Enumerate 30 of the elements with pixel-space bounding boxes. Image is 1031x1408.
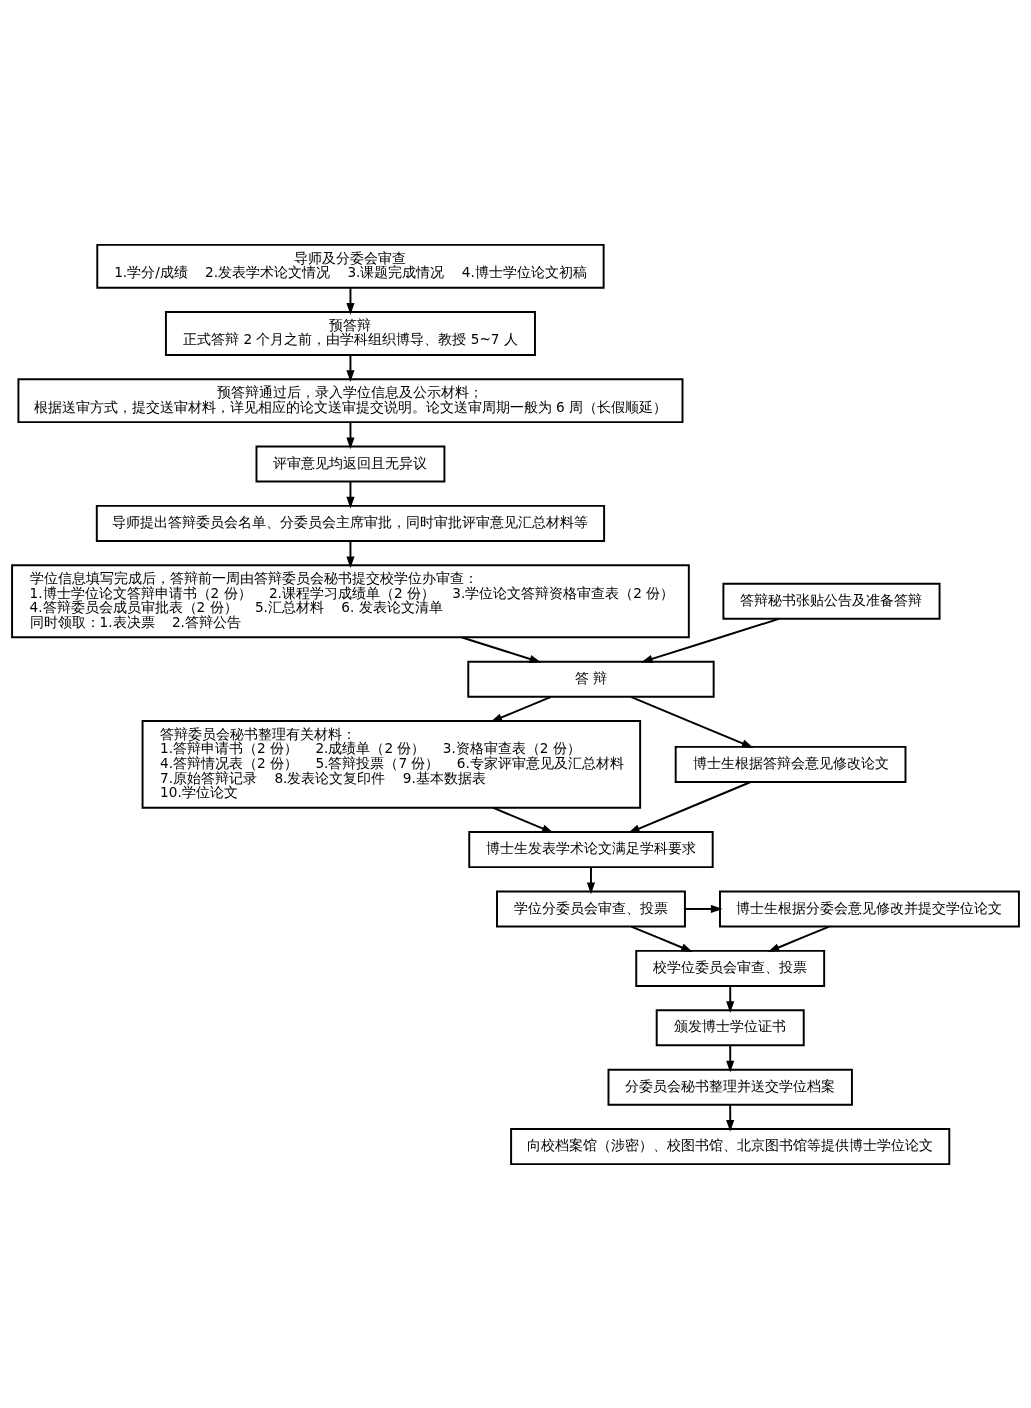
node-box: 学位分委员会审查、投票 bbox=[496, 890, 686, 927]
node-box: 分委员会秘书整理并送交学位档案 bbox=[607, 1068, 853, 1106]
node-box: 导师提出答辩委员会名单、分委员会主席审批，同时审批评审意见汇总材料等 bbox=[95, 504, 606, 542]
arrow bbox=[640, 617, 780, 663]
node-box: 评审意见均返回且无异议 bbox=[255, 445, 446, 482]
arrow bbox=[726, 1043, 735, 1072]
arrow bbox=[346, 539, 355, 568]
node-box: 答辩秘书张贴公告及准备答辩 bbox=[722, 582, 941, 620]
node-box: 答 辩 bbox=[467, 660, 715, 698]
node-box: 校学位委员会审查、投票 bbox=[635, 949, 826, 987]
node-box: 预答辩通过后，录入学位信息及公示材料； 根据送审方式，提交送审材料，详见相应的论文送审提交说明。论文送审周期一般为 6 周（长假顺延） bbox=[17, 377, 684, 423]
node-box: 博士生发表学术论文满足学科要求 bbox=[468, 830, 714, 868]
node-box: 向校档案馆（涉密）、校图书馆、北京图书馆等提供博士学位论文 bbox=[510, 1127, 951, 1165]
node-box: 博士生根据分委会意见修改并提交学位论文 bbox=[719, 890, 1020, 927]
arrow bbox=[346, 353, 355, 382]
node-box: 预答辩 正式答辩 2 个月之前，由学科组织博导、教授 5~7 人 bbox=[164, 310, 536, 356]
node-box: 导师及分委会审查 1.学分/成绩 2.发表学术论文情况 3.课题完成情况 4.博士学位论文初稿 bbox=[96, 243, 605, 289]
arrow bbox=[586, 865, 596, 894]
arrow bbox=[629, 695, 754, 748]
arrow bbox=[726, 1103, 735, 1132]
node-box: 答辩委员会秘书整理有关材料： 1.答辩申请书（2 份） 2.成绩单（2 份） 3.资格审查表（2 份） 4.答辩情况表（2 份） 5.答辩投票（7 份） 6.专家评审意见及汇总材料 7.原始答辩记录 8.发表论文复印件 9.基本数据表 10.学位论文 bbox=[141, 719, 642, 809]
node-box: 学位信息填写完成后，答辩前一周由答辩委员会秘书提交校学位办审查： 1.博士学位论文答辩申请书（2 份） 2.课程学习成绩单（2 份） 3.学位论文答辩资格审查表（2 份） 4.答辩委员会成员审批表（2 份） 5.汇总材料 6. 发表论文清单 同时领取：1.表决票 2.答辩公告 bbox=[11, 563, 690, 638]
node-box: 博士生根据答辩会意见修改论文 bbox=[674, 745, 907, 783]
arrow bbox=[726, 984, 735, 1013]
node-box: 颁发博士学位证书 bbox=[655, 1008, 805, 1046]
arrow bbox=[346, 286, 355, 315]
arrow bbox=[628, 780, 752, 833]
arrow bbox=[346, 480, 355, 509]
arrow bbox=[346, 420, 355, 449]
arrow bbox=[684, 904, 723, 913]
